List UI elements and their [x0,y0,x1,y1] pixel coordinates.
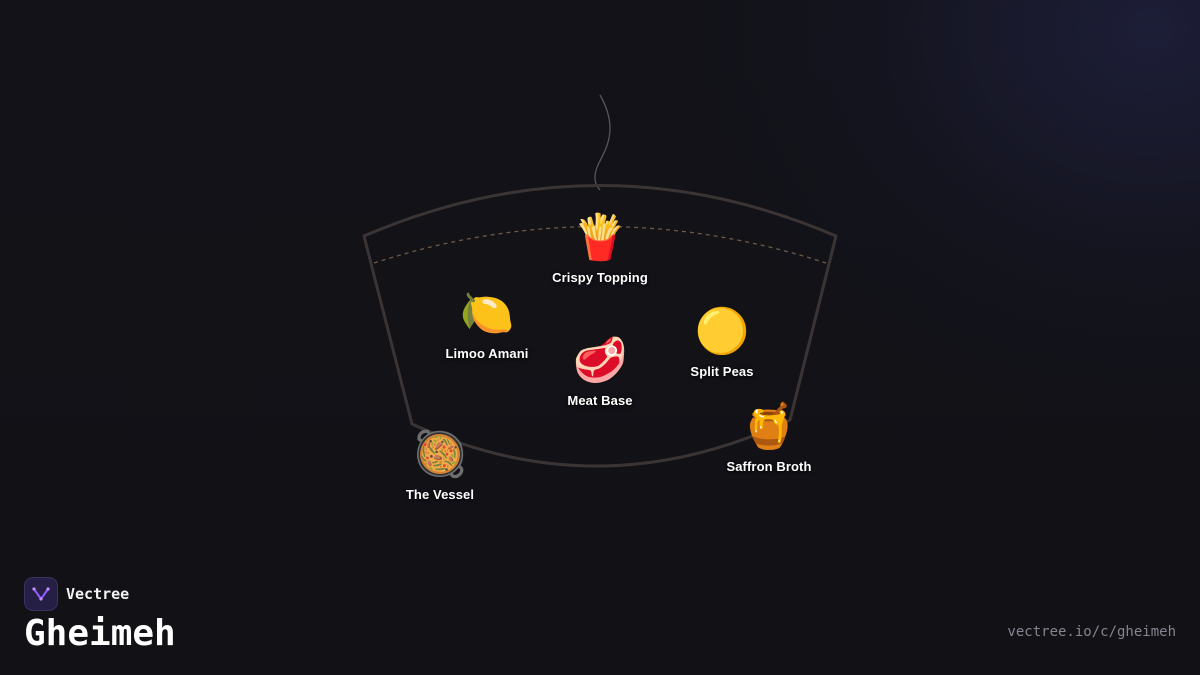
lemon-icon: 🍋 [459,289,515,338]
ingredient-label: The Vessel [405,487,475,502]
ingredient-label: Limoo Amani [445,346,529,361]
vectree-mark-icon [32,587,50,601]
page-url[interactable]: vectree.io/c/gheimeh [1007,624,1176,640]
ingredient-limoo-amani[interactable]: 🍋 Limoo Amani [407,288,567,363]
brand: Vectree [24,577,129,611]
ingredient-split-peas[interactable]: 🟡 Split Peas [642,306,802,381]
yellow-circle-icon: 🟡 [694,307,750,356]
steam-line [594,94,611,191]
ingredient-label: Crispy Topping [552,270,648,285]
ingredient-label: Saffron Broth [726,459,812,474]
page-title: Gheimeh [24,613,176,654]
ingredient-crispy-topping[interactable]: 🍟 Crispy Topping [520,212,680,287]
vectree-logo-icon [24,577,58,611]
brand-name: Vectree [66,585,130,603]
pan-of-food-icon: 🥘 [412,430,468,479]
meat-icon: 🥩 [572,336,628,385]
pot-outline [362,184,838,468]
fries-icon: 🍟 [572,213,628,262]
ingredient-the-vessel[interactable]: 🥘 The Vessel [360,429,520,504]
ingredient-meat-base[interactable]: 🥩 Meat Base [520,335,680,410]
ingredient-label: Split Peas [690,364,754,379]
ingredient-label: Meat Base [567,393,633,408]
honey-pot-icon: 🍯 [741,402,797,451]
liquid-line [373,225,827,264]
ingredient-saffron-broth[interactable]: 🍯 Saffron Broth [689,401,849,476]
